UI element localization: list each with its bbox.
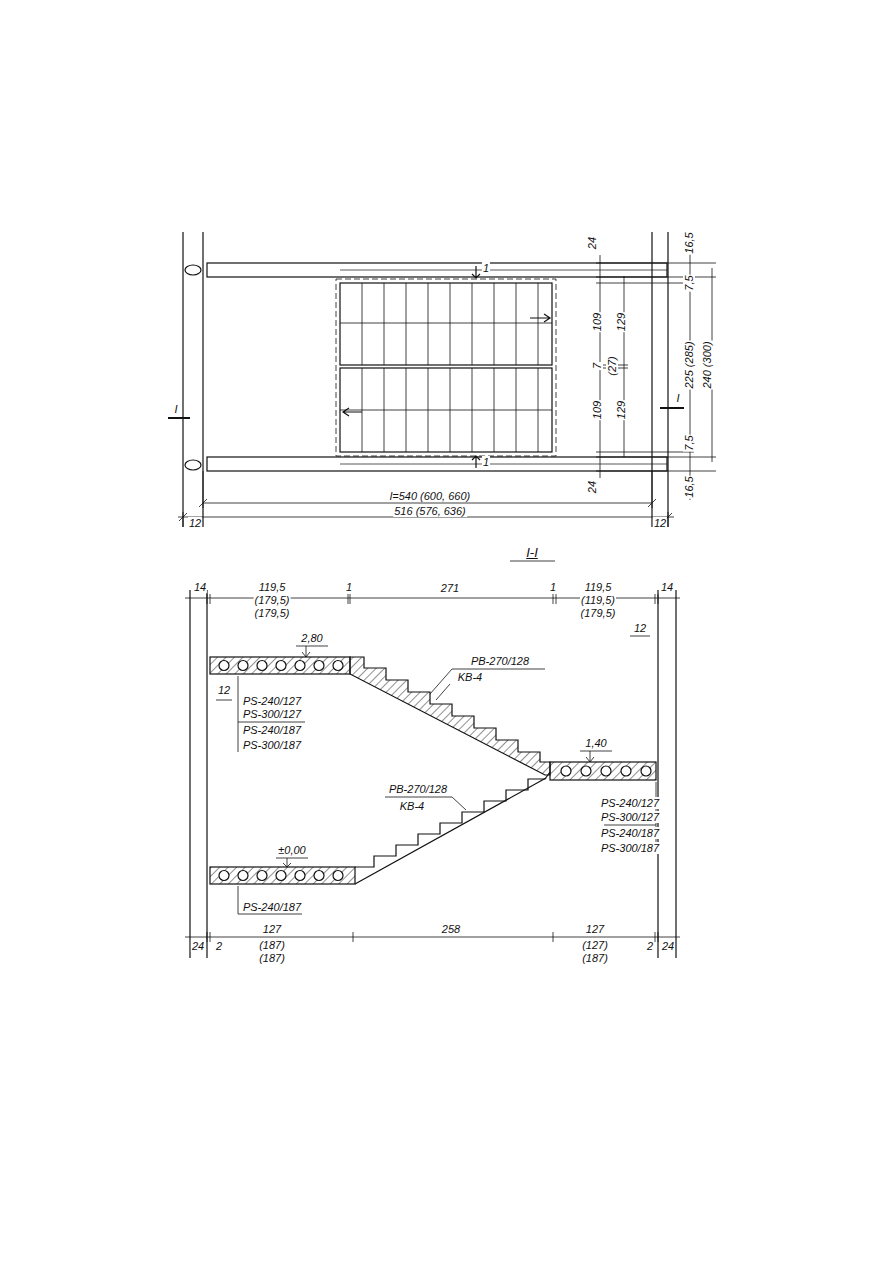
drawing-label: 1,40 <box>584 737 607 749</box>
drawing-label: PS-300/127 <box>242 708 302 720</box>
drawing-label: 129 <box>615 312 627 332</box>
drawing-label: PS-300/127 <box>600 811 660 823</box>
drawing-label: (187) <box>581 952 609 964</box>
drawing-label: KB-4 <box>399 800 425 812</box>
drawing-label: 1 <box>345 581 353 593</box>
drawing-label: PB-270/128 <box>388 783 448 795</box>
drawing-label: 24 <box>661 940 675 952</box>
drawing-label: 14 <box>660 581 674 593</box>
drawing-label: 12 <box>653 517 667 529</box>
drawing-label: 16,5 <box>683 231 695 254</box>
drawing-label: ±0,00 <box>277 844 306 856</box>
drawing-label: PS-240/187 <box>242 901 302 913</box>
drawing-label: 129 <box>615 400 627 420</box>
drawing-label: 109 <box>591 400 603 420</box>
drawing-label: 12 <box>217 684 231 696</box>
drawing-label: PS-240/187 <box>242 724 302 736</box>
drawing-label: PS-240/127 <box>242 695 302 707</box>
drawing-label: PS-240/127 <box>600 797 660 809</box>
drawing-label: 225 (285) <box>683 340 695 389</box>
drawing-label: I <box>173 403 178 415</box>
drawing-label: (179,5) <box>580 607 617 619</box>
drawing-label: 127 <box>585 923 605 935</box>
plan-view <box>168 232 716 527</box>
drawing-label: 2,80 <box>300 632 323 644</box>
drawing-label: 2 <box>215 940 223 952</box>
drawing-label: 516 (576, 636) <box>393 505 467 517</box>
drawing-label: PB-270/128 <box>470 655 530 667</box>
drawing-label: 12 <box>188 517 202 529</box>
drawing-label: I <box>675 392 680 404</box>
drawing-label: I-I <box>525 547 539 559</box>
drawing-label: 1 <box>482 262 490 274</box>
section-view <box>185 561 680 958</box>
drawing-label: (119,5) <box>580 594 616 606</box>
drawing-label: 119,5 <box>258 581 287 593</box>
drawing-label: 24 <box>191 940 205 952</box>
drawing-label: 240 (300) <box>701 340 713 389</box>
drawing-label: PS-300/187 <box>600 842 660 854</box>
drawing-label: 271 <box>440 582 460 594</box>
drawing-label: 14 <box>193 581 207 593</box>
drawing-label: 7 <box>591 362 603 370</box>
drawing-label: 7,5 <box>683 434 695 451</box>
drawing-label: KB-4 <box>457 671 483 683</box>
drawing-label: (127) <box>581 939 609 951</box>
drawing-label: 1 <box>482 456 490 468</box>
drawing-label: (187) <box>258 952 286 964</box>
drawing-label: (179,5) <box>254 607 291 619</box>
drawing-label: 24 <box>586 236 598 250</box>
drawing-label: 12 <box>633 622 647 634</box>
drawing-label: 258 <box>441 923 461 935</box>
drawing-label: 119,5 <box>584 581 613 593</box>
drawing-label: l=540 (600, 660) <box>389 490 471 502</box>
drawing-label: 127 <box>262 923 282 935</box>
drawing-label: (187) <box>258 939 286 951</box>
drawing-label: PS-300/187 <box>242 739 302 751</box>
drawing-label: (179,5) <box>254 594 291 606</box>
drawing-label: 1 <box>549 581 557 593</box>
drawing-label: 16,5 <box>683 475 695 498</box>
drawing-label: 24 <box>586 480 598 494</box>
drawing-label: PS-240/187 <box>600 827 660 839</box>
drawing-label: (27) <box>606 355 618 377</box>
drawing-label: 7,5 <box>683 274 695 291</box>
drawing-label: 2 <box>646 940 654 952</box>
drawing-label: 109 <box>591 312 603 332</box>
